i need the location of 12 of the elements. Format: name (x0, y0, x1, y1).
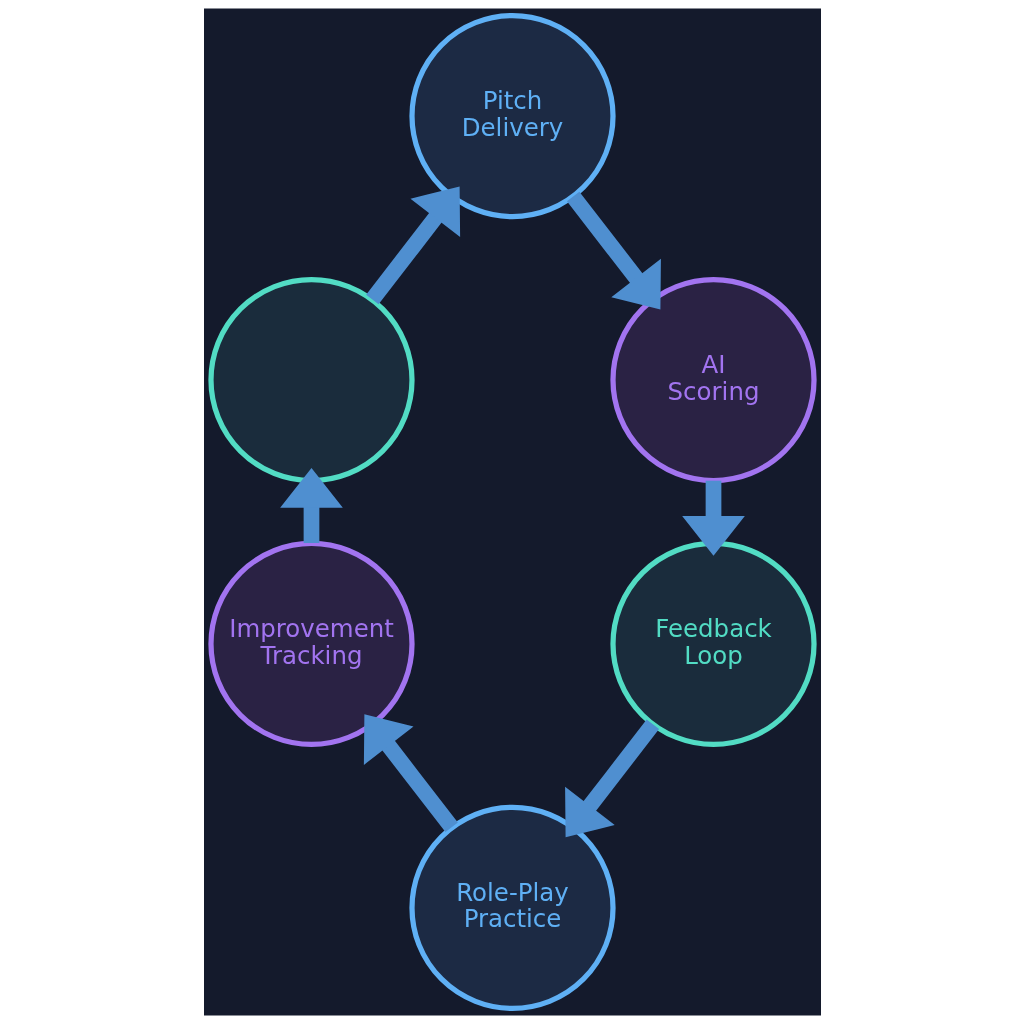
node-circle: Role-Play Practice (408, 804, 616, 1011)
arrow (279, 468, 343, 543)
node-circle: AI Scoring (609, 276, 817, 484)
arrow (365, 186, 460, 305)
node-circle (207, 276, 415, 484)
node-circle: Pitch Delivery (408, 13, 616, 220)
arrow (566, 191, 661, 310)
node-circle: Feedback Loop (609, 540, 817, 748)
node-circle: Improvement Tracking (207, 540, 415, 748)
arrow (363, 714, 458, 833)
arrow (564, 719, 659, 838)
arrow (681, 480, 745, 556)
